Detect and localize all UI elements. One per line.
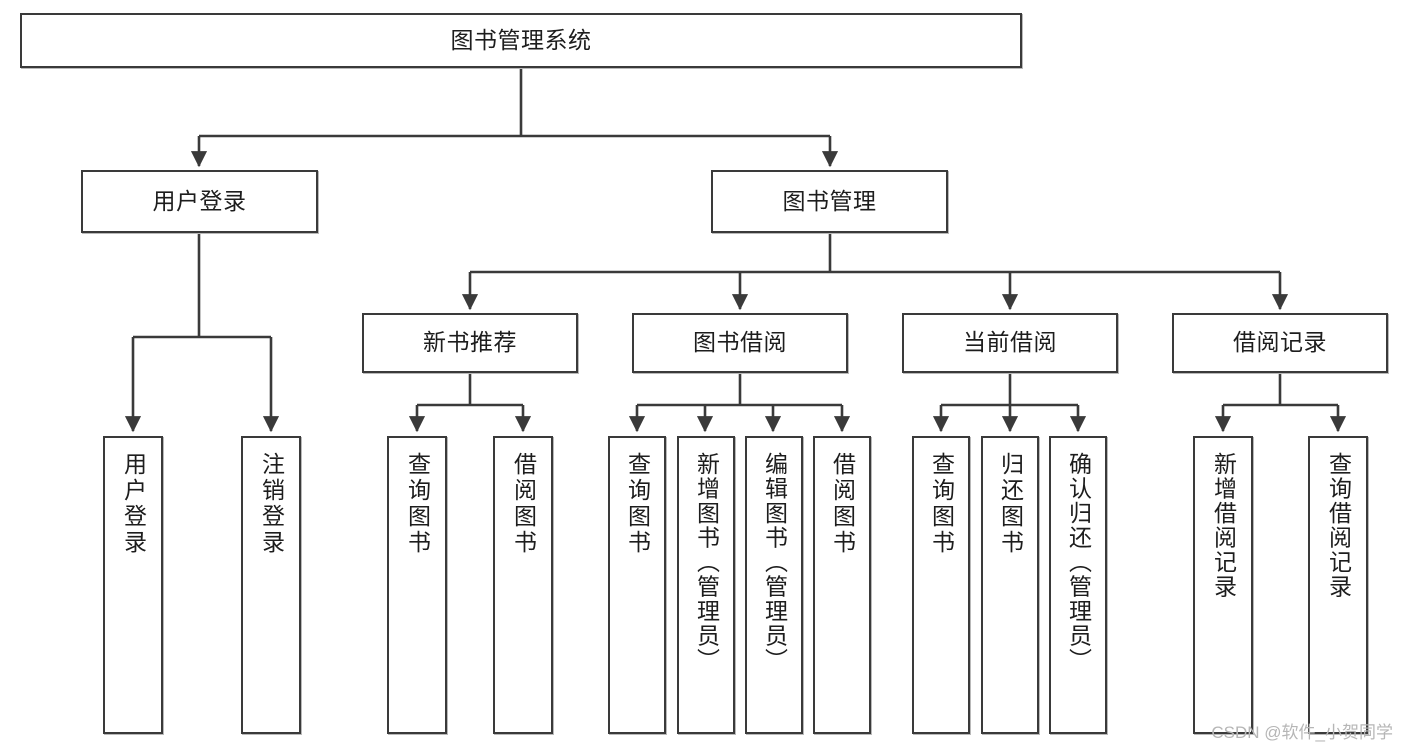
leaf-br-add-record-label: 新增借阅记录 <box>1210 452 1237 599</box>
leaf-nb-borrow-book[interactable]: 借阅图书 <box>493 436 553 734</box>
leaf-bb-query-book[interactable]: 查询图书 <box>608 436 666 734</box>
node-book-manage-label: 图书管理 <box>782 187 877 214</box>
node-new-book-recommend[interactable]: 新书推荐 <box>362 313 578 373</box>
node-borrow-record[interactable]: 借阅记录 <box>1172 313 1388 373</box>
leaf-bb-add-book[interactable]: 新增图书（管理员） <box>677 436 735 734</box>
node-book-borrow-label: 图书借阅 <box>693 329 787 356</box>
leaf-bb-query-book-label: 查询图书 <box>624 452 651 556</box>
node-root-system-label: 图书管理系统 <box>450 26 592 53</box>
node-book-borrow[interactable]: 图书借阅 <box>632 313 848 373</box>
node-user-login-label: 用户登录 <box>152 187 247 214</box>
node-user-login[interactable]: 用户登录 <box>81 170 318 233</box>
leaf-logout-label: 注销登录 <box>258 452 285 556</box>
leaf-user-login-label: 用户登录 <box>120 452 147 556</box>
leaf-nb-query-book-label: 查询图书 <box>404 452 431 556</box>
leaf-logout[interactable]: 注销登录 <box>241 436 301 734</box>
leaf-bb-edit-book[interactable]: 编辑图书（管理员） <box>745 436 803 734</box>
leaf-bb-edit-book-label: 编辑图书（管理员） <box>761 452 788 673</box>
node-current-borrow-label: 当前借阅 <box>963 329 1057 356</box>
leaf-cb-return-book-label: 归还图书 <box>997 452 1024 556</box>
node-book-manage[interactable]: 图书管理 <box>711 170 948 233</box>
leaf-cb-query-book[interactable]: 查询图书 <box>912 436 970 734</box>
leaf-bb-borrow-book-label: 借阅图书 <box>829 452 856 556</box>
leaf-nb-query-book[interactable]: 查询图书 <box>387 436 447 734</box>
leaf-cb-query-book-label: 查询图书 <box>928 452 955 556</box>
node-root-system[interactable]: 图书管理系统 <box>20 13 1022 68</box>
leaf-bb-add-book-label: 新增图书（管理员） <box>693 452 720 673</box>
leaf-cb-return-book[interactable]: 归还图书 <box>981 436 1039 734</box>
leaf-cb-confirm-return[interactable]: 确认归还（管理员） <box>1049 436 1107 734</box>
node-borrow-record-label: 借阅记录 <box>1233 329 1327 356</box>
leaf-br-query-record-label: 查询借阅记录 <box>1325 452 1352 599</box>
leaf-nb-borrow-book-label: 借阅图书 <box>510 452 537 556</box>
leaf-bb-borrow-book[interactable]: 借阅图书 <box>813 436 871 734</box>
leaf-br-add-record[interactable]: 新增借阅记录 <box>1193 436 1253 734</box>
node-new-book-recommend-label: 新书推荐 <box>423 329 517 356</box>
node-current-borrow[interactable]: 当前借阅 <box>902 313 1118 373</box>
csdn-watermark: CSDN @软件_小贺同学 <box>1211 723 1393 742</box>
leaf-user-login[interactable]: 用户登录 <box>103 436 163 734</box>
leaf-br-query-record[interactable]: 查询借阅记录 <box>1308 436 1368 734</box>
leaf-cb-confirm-return-label: 确认归还（管理员） <box>1065 452 1092 673</box>
